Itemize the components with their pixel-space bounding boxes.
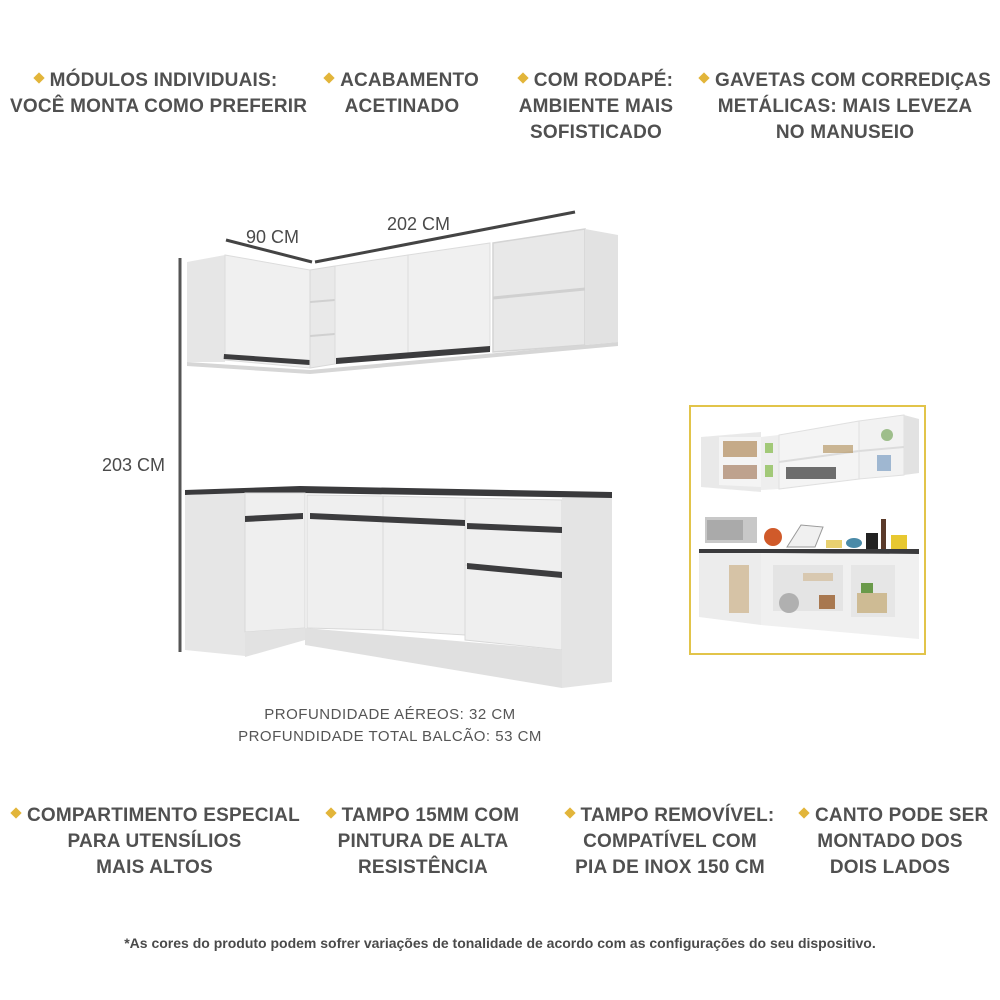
- feature-gavetas: GAVETAS COM CORREDIÇAS METÁLICAS: MAIS L…: [698, 68, 991, 146]
- feature-acabamento: ACABAMENTO ACETINADO: [322, 68, 482, 120]
- depth-lower: PROFUNDIDADE TOTAL BALCÃO: 53 CM: [238, 728, 542, 745]
- dimension-line-corner: [225, 238, 313, 264]
- feature-modulos-individuais: MÓDULOS INDIVIDUAIS: VOCÊ MONTA COMO PRE…: [10, 70, 308, 117]
- upper-cabinets: [187, 228, 618, 374]
- dimension-line-width: [314, 210, 576, 264]
- color-disclaimer: *As cores do produto podem sofrer variaç…: [124, 935, 876, 951]
- feature-rodape: COM RODAPÉ: AMBIENTE MAIS SOFISTICADO: [517, 70, 674, 143]
- diamond-bullet-icon: [10, 807, 22, 819]
- depth-info: PROFUNDIDADE AÉREOS: 32 CM PROFUNDIDADE …: [210, 704, 570, 748]
- feature-canto: CANTO PODE SER MONTADO DOS DOIS LADOS: [798, 803, 988, 881]
- diamond-bullet-icon: [798, 807, 810, 819]
- styled-kitchen-photo: [689, 405, 926, 655]
- dimension-height: 203 CM: [102, 455, 166, 475]
- diamond-bullet-icon: [563, 807, 576, 819]
- dimension-corner-width: 90 CM: [246, 227, 300, 247]
- lower-cabinets: [185, 486, 612, 688]
- dimension-total-width: 202 CM: [387, 214, 451, 234]
- feature-compartimento: COMPARTIMENTO ESPECIAL PARA UTENSÍLIOS M…: [10, 803, 300, 881]
- feature-tampo-15mm: TAMPO 15MM COM PINTURA DE ALTA RESISTÊNC…: [318, 803, 528, 881]
- depth-upper: PROFUNDIDADE AÉREOS: 32 CM: [264, 706, 516, 723]
- feature-tampo-removivel: TAMPO REMOVÍVEL: COMPATÍVEL COM PIA DE I…: [560, 803, 780, 881]
- styled-kitchen-illustration: [699, 414, 919, 639]
- diamond-bullet-icon: [324, 807, 337, 819]
